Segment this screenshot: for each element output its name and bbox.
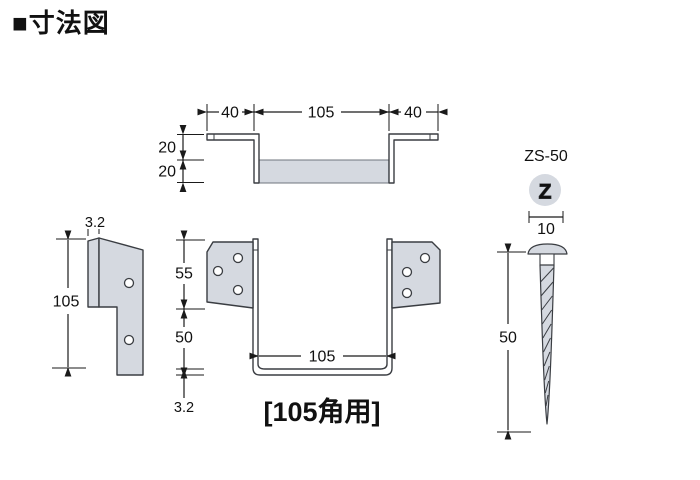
side-view-back-plate [87,237,100,308]
top-view-left-flange [206,133,260,184]
top-view-channel-bottom [258,159,390,184]
nail-hole [401,266,413,278]
dim-label-drop-depth: 50 [175,330,193,347]
size-caption: [105角用] [263,396,380,427]
top-view: 40 105 40 20 20 [158,104,448,192]
page-title: ■寸法図 [12,8,110,38]
nail-hole [123,277,135,289]
dim-label-inner-width: 105 [309,349,336,366]
side-view: 3.2 105 [52,215,144,377]
nail-drawing: ZS-50 Z 10 50 [497,148,568,440]
dim-label-nail-length: 50 [499,330,517,347]
nail-hole [123,334,135,346]
nail-twist-flutes [540,267,554,407]
dim-label-depth-upper: 20 [158,140,176,157]
dim-label-depth-lower: 20 [158,164,176,181]
front-view-left-wing [206,241,254,309]
nail-head-dome [527,243,568,255]
nail-hole [419,252,431,264]
nail-head-top-view [529,174,561,206]
dim-label-plate-thickness: 3.2 [85,215,105,231]
front-view-stirrup [252,238,393,376]
front-view: 55 50 3.2 105 [174,230,441,416]
dim-label-width-left: 40 [221,105,239,122]
nail-hole [401,287,413,299]
nail-hole [232,284,244,296]
dim-label-bottom-thickness: 3.2 [174,400,194,416]
dim-label-width-center: 105 [308,105,335,122]
dim-label-head-diameter: 10 [537,221,555,238]
nail-hole [232,252,244,264]
nail-neck [539,253,555,266]
side-view-gusset [98,237,144,376]
dim-label-wing-height: 55 [175,266,193,283]
dim-label-side-height: 105 [53,294,80,311]
front-view-right-wing [391,241,441,309]
nail-hole [212,265,224,277]
dim-label-width-right: 40 [404,105,422,122]
nail-head-z-mark: Z [539,180,552,203]
nail-model-label: ZS-50 [524,148,568,165]
top-view-right-flange [388,133,439,184]
